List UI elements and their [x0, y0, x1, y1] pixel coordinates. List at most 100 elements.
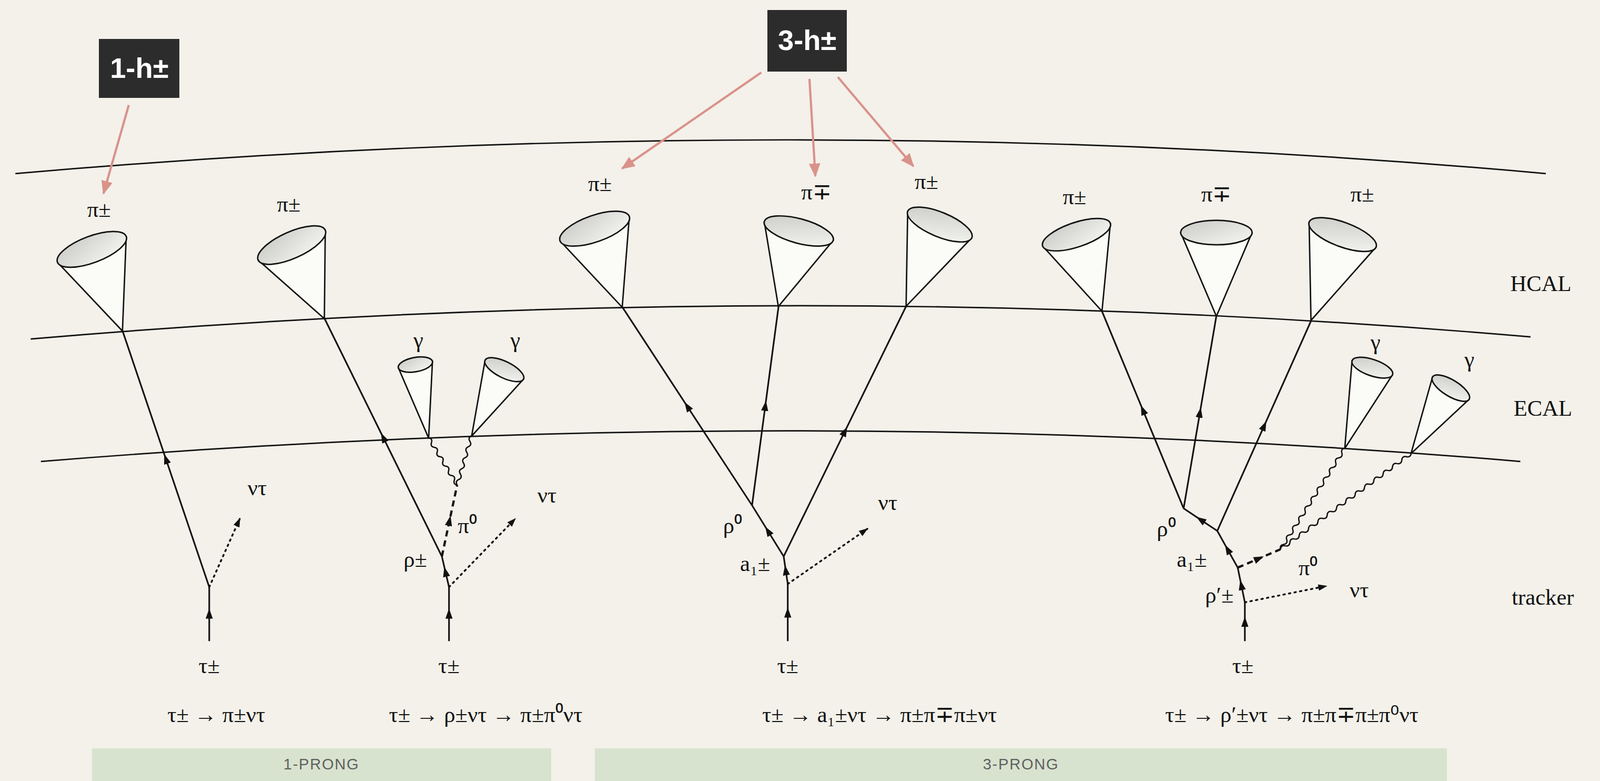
- cone-label: π±: [588, 172, 612, 196]
- shower-cone: π±: [51, 195, 133, 334]
- cone-mouth: [481, 352, 528, 387]
- pi0-track: [441, 484, 458, 556]
- cone-mouth: [397, 353, 434, 374]
- pion-track: [752, 306, 779, 505]
- cone-label: γ: [413, 328, 424, 352]
- physics-label: τ± → ρ±ντ → π±π⁰ντ: [389, 703, 583, 726]
- physics-label: ρ⁰: [1156, 517, 1176, 541]
- callout-arrow: [103, 105, 129, 194]
- shower-cone: π±: [553, 169, 636, 311]
- callout-arrow: [809, 78, 816, 177]
- tau-track: [1243, 602, 1246, 642]
- cone-label: π∓: [801, 180, 832, 204]
- node-text: 1-h±: [109, 54, 169, 83]
- physics-label: ECAL: [1513, 397, 1573, 420]
- cone-outline: [1340, 327, 1399, 452]
- count-box: 1-h±: [98, 38, 180, 99]
- cone-mouth: [761, 209, 837, 252]
- physics-label: HCAL: [1510, 272, 1572, 296]
- rho-prime-track: [1237, 567, 1245, 603]
- node-text: π±: [1350, 182, 1374, 206]
- cone-label: γ: [1464, 348, 1475, 371]
- physics-label: τ± → a₁±ντ → π±π∓π±ντ: [762, 703, 997, 726]
- shower-cone: π∓: [1176, 179, 1257, 320]
- pion-track: [1217, 320, 1311, 531]
- count-box: 3-h±: [767, 9, 847, 72]
- physics-label: ρ′±: [1204, 583, 1234, 607]
- shower-cone: π±: [250, 189, 333, 322]
- particle-tracks: [122, 306, 1312, 641]
- callout-arrow: [837, 76, 914, 166]
- node-text: 1-PRONG: [283, 756, 360, 772]
- node-text: π±: [277, 193, 301, 216]
- a1-track: [1217, 530, 1238, 568]
- cone-mouth: [555, 204, 635, 254]
- physics-label: π⁰: [1298, 555, 1319, 579]
- node-text: 3-PRONG: [983, 756, 1060, 772]
- physics-label: τ±: [776, 654, 799, 677]
- cone-outline: [900, 167, 979, 310]
- cone-mouth: [903, 199, 977, 249]
- pion-track: [1101, 311, 1184, 509]
- cone-mouth: [1304, 210, 1381, 259]
- physics-label: τ±: [198, 654, 220, 677]
- physics-label: a₁±: [740, 552, 771, 575]
- cone-mouth: [1428, 369, 1474, 407]
- physics-label: tracker: [1511, 585, 1574, 609]
- physics-label: τ± → π±ντ: [167, 703, 266, 726]
- neutrino-track: [787, 528, 868, 584]
- shower-cone: γ: [467, 325, 530, 439]
- physics-label: ρ⁰: [723, 514, 743, 538]
- rho-track: [441, 555, 450, 587]
- shower-cone: π±: [1036, 182, 1117, 315]
- node-text: π±: [588, 172, 612, 196]
- node-text: π±: [914, 170, 939, 194]
- node-text: 3-h±: [777, 26, 837, 55]
- pi0-track: [1237, 549, 1281, 568]
- node-text: π∓: [801, 180, 832, 204]
- pion-track: [324, 318, 442, 556]
- node-text: π±: [87, 197, 111, 221]
- physics-label: ρ±: [403, 548, 428, 571]
- photon-line: [1279, 451, 1413, 551]
- cone-label: π±: [1062, 185, 1087, 209]
- cone-label: γ: [1370, 330, 1381, 354]
- pion-track: [622, 307, 752, 505]
- category-band: 1-PRONG: [92, 747, 552, 781]
- rho-track: [752, 504, 784, 556]
- rho-track: [1183, 508, 1218, 531]
- node-text: γ: [1370, 330, 1381, 354]
- a1-track: [783, 555, 788, 584]
- shower-cone: γ: [1406, 345, 1478, 457]
- pion-track: [1183, 316, 1217, 509]
- cone-label: π±: [1350, 182, 1374, 206]
- cone-body: [398, 361, 433, 439]
- physics-label: ντ: [878, 490, 898, 514]
- cone-label: π±: [914, 170, 939, 194]
- tau-track: [786, 583, 789, 642]
- shower-cone: γ: [393, 325, 437, 441]
- neutral-pion-tracks: [441, 484, 1281, 567]
- photon-line: [455, 434, 473, 485]
- node-text: π∓: [1201, 182, 1232, 206]
- shower-cone: π±: [900, 167, 979, 310]
- physics-label: ντ: [537, 483, 557, 507]
- photon-line: [1279, 447, 1347, 550]
- node-text: π±: [1062, 185, 1087, 209]
- physics-label: τ± → ρ′±ντ → π±π∓π±π⁰ντ: [1165, 703, 1419, 726]
- neutrino-track: [209, 518, 240, 587]
- shower-cone: π∓: [758, 177, 839, 310]
- callout-arrow: [622, 72, 762, 169]
- cone-label: π±: [87, 197, 111, 221]
- photon-lines: [427, 434, 1412, 551]
- pion-track: [122, 330, 210, 587]
- photon-line: [427, 436, 459, 486]
- cone-label: γ: [510, 328, 521, 352]
- physics-label: ντ: [1349, 578, 1369, 602]
- physics-label: τ±: [1232, 654, 1254, 677]
- physics-label: a₁±: [1176, 548, 1207, 571]
- shower-cone: π±: [1302, 179, 1383, 324]
- cone-label: π∓: [1201, 182, 1232, 206]
- node-text: γ: [1464, 348, 1475, 371]
